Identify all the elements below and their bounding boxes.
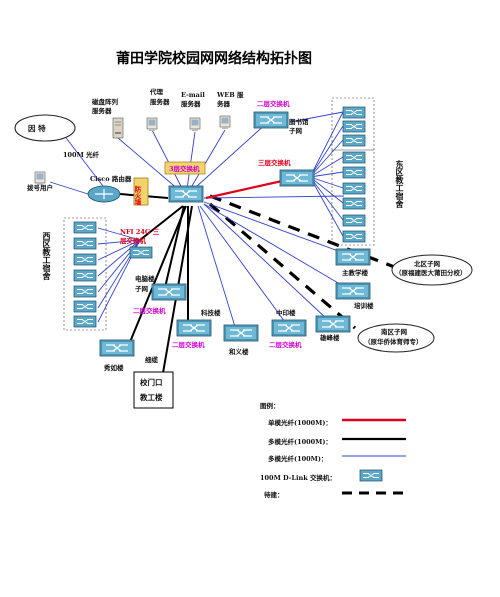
north-subnet-sub: （原福建医大莆田分校）: [395, 268, 467, 277]
south-subnet-label: 南区子网: [381, 327, 408, 336]
legend-planned: 待建：: [264, 490, 284, 499]
gate-label: 校门口: [140, 377, 163, 387]
nfi-switch-label: NFI 24G 三 层交换机: [119, 228, 162, 245]
north-subnet-cloud: 北区子网 （原福建医大莆田分校）: [391, 254, 473, 286]
east-switch-icon: [342, 120, 366, 133]
west-switch-icon: [73, 253, 97, 266]
west-switch-stack: [73, 221, 97, 328]
computer-building-switch-icon: [151, 283, 187, 301]
internet-cloud-label: 因 特: [28, 123, 46, 133]
legend-title: 图例：: [260, 401, 280, 410]
east-switch-icon: [342, 230, 366, 243]
router-label: Cisco 路由器: [90, 174, 132, 183]
disk-array-server-icon: [112, 117, 124, 139]
legend-dlink: 100M D-Link 交换机：: [260, 473, 336, 482]
planned-links: [208, 194, 398, 330]
dialup-user-label: 拨号用户: [27, 183, 53, 192]
proxy-server-label: 代理 服务器: [149, 87, 170, 106]
east-switch-icon: [342, 106, 366, 119]
west-switch-icon: [73, 237, 97, 250]
core-switch-label: 3层交换机: [169, 164, 200, 173]
xiuru-switch-icon: [99, 339, 135, 357]
east-switch-icon: [342, 134, 366, 147]
email-server-icon: [189, 117, 201, 132]
east-three-layer-label: 三层交换机: [258, 158, 291, 167]
legend-single-mode: 单模光纤(1000M)：: [268, 418, 332, 427]
science-building-label: 科技楼: [201, 308, 221, 317]
proxy-server-icon: [146, 117, 158, 132]
middle-printing-switch-icon: [271, 319, 307, 337]
link-100m-label: 100M 光纤: [63, 150, 100, 159]
page-title: 莆田学院校园网网络结构拓扑图: [116, 50, 312, 67]
multi-mode-100-links: [49, 111, 353, 331]
internet-cloud: 因 特: [14, 114, 76, 142]
east-switch-icon: [342, 151, 366, 164]
computer-building-label: 电脑楼 子网: [135, 274, 157, 293]
computer-layer2-label: 二层交换机: [133, 306, 166, 315]
north-subnet-label: 北区子网: [414, 259, 441, 268]
web-server-icon: [219, 115, 231, 130]
heyi-building-label: 和义楼: [228, 347, 249, 356]
west-switch-icon: [73, 221, 97, 234]
xiuru-building-label: 秀如楼: [103, 363, 124, 372]
core-switch-icon: [164, 161, 206, 203]
legend-multi-mode-100: 多模光纤(100M)：: [268, 454, 327, 463]
west-switch-icon: [73, 300, 97, 313]
single-mode-links: [205, 179, 283, 200]
library-switch-label: 二层交换机: [257, 99, 290, 108]
east-dorm-label: 东区教工宿舍: [394, 159, 405, 209]
firewall-icon: [133, 177, 149, 206]
main-teaching-label: 主教学楼: [342, 268, 369, 277]
heyi-switch-icon: [223, 324, 259, 342]
main-teaching-switch-icon: [335, 248, 371, 266]
south-subnet-cloud: 南区子网 （原华侨体育师专）: [357, 323, 435, 353]
middle-printing-label: 中印楼: [276, 308, 296, 317]
east-three-layer-switch-icon: [279, 169, 315, 187]
gate-staff-box: 校门口 教工楼: [133, 371, 174, 409]
router-icon: [87, 185, 121, 203]
legend-switch-icon: [359, 469, 383, 482]
xiongfeng-switch-icon: [315, 315, 351, 333]
east-switch-icon: [342, 166, 366, 179]
west-switch-icon: [73, 315, 97, 328]
science-switch-icon: [176, 319, 212, 337]
disk-array-label: 磁盘阵列 服务器: [92, 97, 120, 115]
science-layer2-label: 二层交换机: [172, 340, 205, 349]
library-switch-icon: [253, 111, 289, 129]
firewall-label: 防火墙: [133, 185, 141, 207]
nfi-switch-icon: [129, 246, 153, 259]
east-switch-icon: [342, 182, 366, 195]
link-lines: [49, 111, 398, 374]
east-dorm-box-2: [331, 149, 375, 246]
staff-building-label: 教工楼: [139, 392, 163, 402]
training-switch-icon: [335, 282, 371, 300]
xiongfeng-building-label: 雄峰楼: [319, 333, 340, 342]
fine-cable-label: 细缆: [145, 355, 159, 364]
west-dorm-box: [63, 217, 107, 331]
east-switch-icon: [342, 214, 366, 227]
east-switch-icon: [342, 197, 366, 210]
email-server-label: E-mail 服务器: [181, 91, 207, 108]
library-subnet-label: 图书馆 子网: [289, 117, 311, 135]
middle-layer2-label: 二层交换机: [269, 340, 302, 349]
west-switch-icon: [73, 285, 97, 298]
east-dorm-box: [331, 97, 375, 151]
west-dorm-label: 西区教工宿舍: [41, 232, 52, 281]
web-server-label: WEB 服 务器: [216, 90, 246, 108]
east-switch-stack: [342, 106, 366, 243]
training-building-label: 培训楼: [354, 301, 374, 310]
legend-multi-mode-1000: 多模光纤(1000M)：: [268, 437, 332, 446]
west-switch-icon: [73, 269, 97, 282]
south-subnet-sub: （原华侨体育师专）: [364, 337, 423, 346]
legend: 图例： 单模光纤(1000M)： 多模光纤(1000M)： 多模光纤(100M)…: [260, 401, 406, 499]
